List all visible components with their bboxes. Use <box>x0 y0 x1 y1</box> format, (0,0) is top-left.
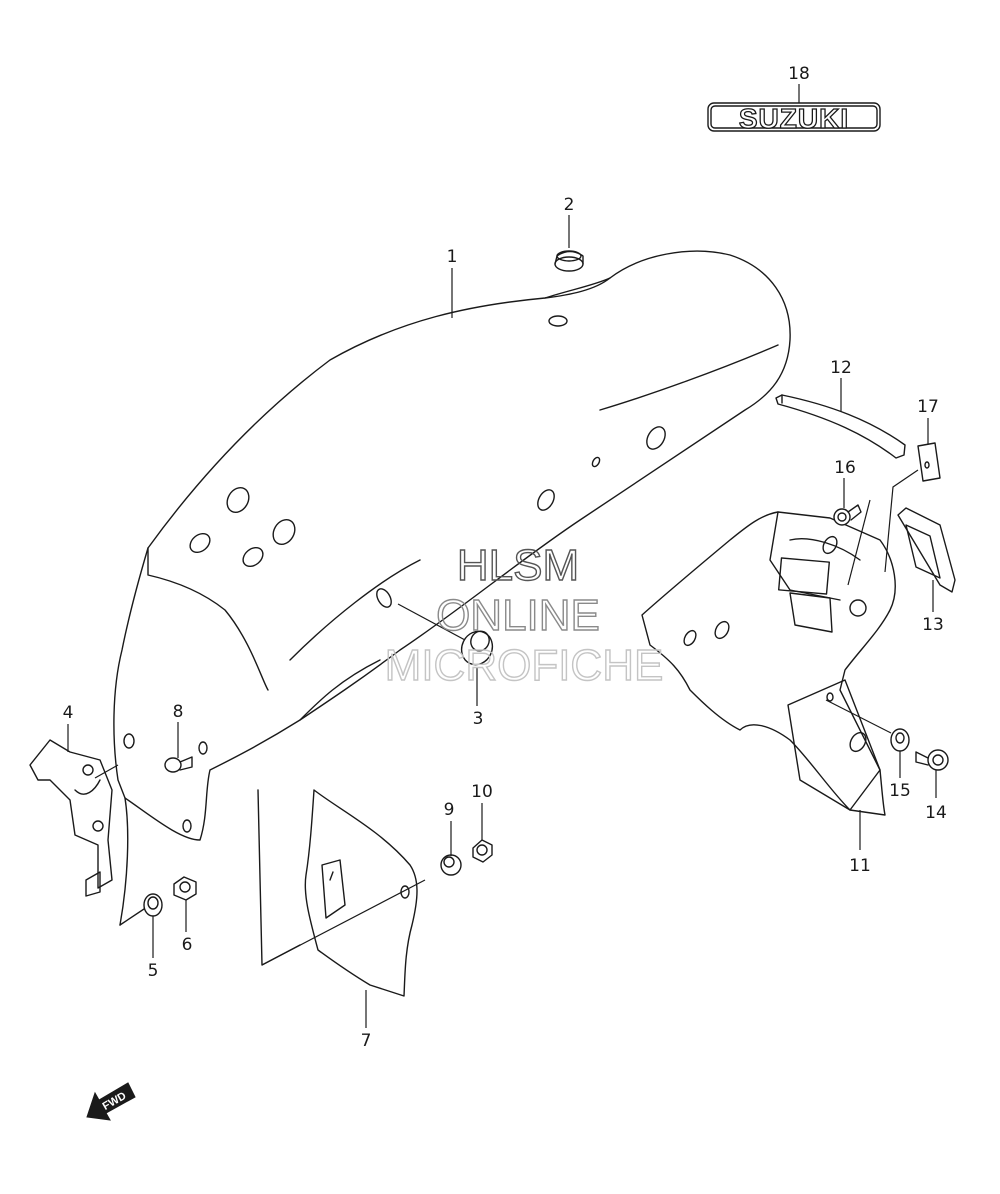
washer-part-15 <box>890 728 910 752</box>
cushion-part-3 <box>460 630 494 666</box>
watermark: HLSM ONLINE MICROFICHE <box>384 540 664 690</box>
nut-part-6 <box>173 876 197 901</box>
callout-3: 3 <box>473 709 484 729</box>
license-bracket-part-11 <box>641 511 896 816</box>
callout-13: 13 <box>922 615 944 635</box>
callout-4: 4 <box>63 703 74 723</box>
plate-part-17 <box>917 442 941 482</box>
screw-part-8 <box>164 756 193 773</box>
callout-8: 8 <box>173 702 184 722</box>
fwd-arrow-icon: FWD <box>86 1082 136 1121</box>
screw-part-16 <box>833 504 862 526</box>
callout-numbers: 1 2 3 4 5 6 7 8 9 10 11 12 13 14 15 16 1… <box>63 64 947 1051</box>
emblem-lettering: SUZUKI <box>739 103 849 134</box>
watermark-line-2: ONLINE <box>436 591 600 640</box>
nut-part-10 <box>472 839 493 863</box>
callout-2: 2 <box>564 195 575 215</box>
bracket-part-4 <box>29 739 113 897</box>
callout-1: 1 <box>447 247 458 267</box>
fwd-label: FWD <box>101 1090 129 1113</box>
callout-16: 16 <box>834 458 856 478</box>
callout-18: 18 <box>788 64 810 84</box>
mud-flap-part-7 <box>304 789 418 997</box>
callout-7: 7 <box>361 1031 372 1051</box>
strip-part-12 <box>775 394 906 459</box>
leader-lines <box>67 84 937 1028</box>
callout-11: 11 <box>849 856 871 876</box>
callout-9: 9 <box>444 800 455 820</box>
callout-6: 6 <box>182 935 193 955</box>
collar-part-5 <box>143 893 163 917</box>
callout-14: 14 <box>925 803 947 823</box>
callout-5: 5 <box>148 961 159 981</box>
grommet-part-2 <box>554 250 584 272</box>
suzuki-emblem-part-18: SUZUKI <box>707 102 881 135</box>
watermark-line-1: HLSM <box>457 541 579 590</box>
callout-17: 17 <box>917 397 939 417</box>
callout-15: 15 <box>889 781 911 801</box>
callout-10: 10 <box>471 782 493 802</box>
reflector-part-13 <box>897 507 956 593</box>
callout-12: 12 <box>830 358 852 378</box>
watermark-line-3: MICROFICHE <box>385 641 664 690</box>
washer-part-9 <box>440 854 462 876</box>
bolt-part-14 <box>915 749 949 771</box>
